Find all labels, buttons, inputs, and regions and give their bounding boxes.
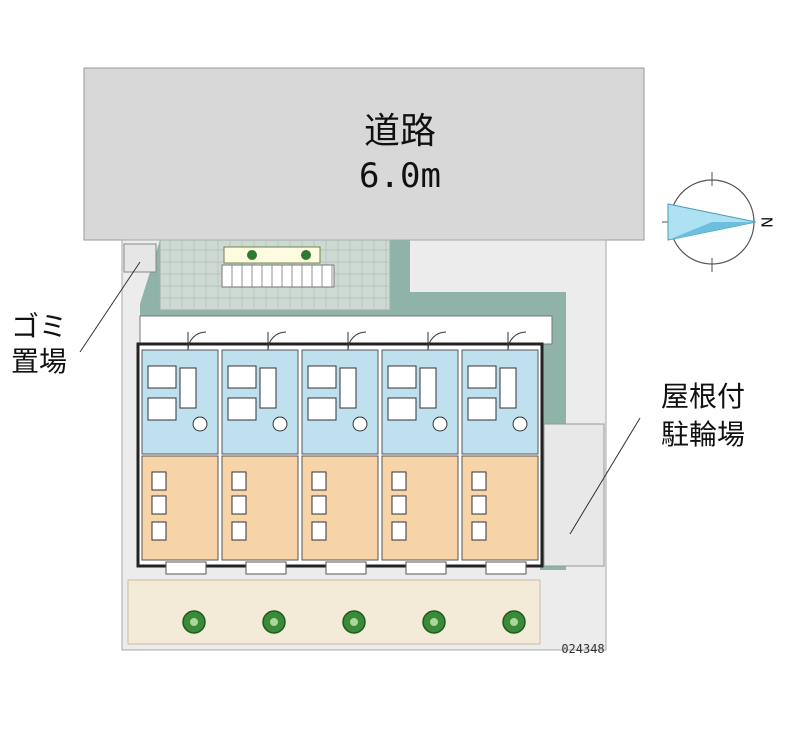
trash-leader-line: [79, 261, 141, 353]
road: [83, 67, 645, 241]
road-width-label: 6.0m: [359, 156, 441, 196]
chair: [391, 521, 407, 541]
trash-area-label-line1: ゴミ: [10, 310, 67, 343]
tree-center: [270, 618, 278, 626]
balcony: [165, 561, 207, 575]
table: [231, 471, 247, 491]
property-code: 024348: [561, 642, 605, 656]
chair: [311, 521, 327, 541]
table: [151, 495, 167, 515]
hedge-strip: [223, 246, 321, 264]
shrub: [247, 250, 257, 260]
kitchen-counter: [467, 365, 497, 389]
shrub: [301, 250, 311, 260]
table: [471, 471, 487, 491]
table: [391, 471, 407, 491]
bike-parking-label-line2: 駐輪場: [660, 418, 745, 451]
bath: [467, 397, 497, 421]
compass: [662, 172, 757, 272]
tree-center: [430, 618, 438, 626]
kitchen-counter: [147, 365, 177, 389]
road-label: 道路: [363, 111, 436, 152]
bath: [387, 397, 417, 421]
table: [471, 495, 487, 515]
compass-needle-dark: [668, 222, 756, 240]
toilet: [432, 416, 448, 432]
kitchen-counter: [307, 365, 337, 389]
table: [311, 495, 327, 515]
bike-leader-line: [569, 417, 641, 535]
table: [391, 495, 407, 515]
units: [141, 331, 539, 575]
balcony: [325, 561, 367, 575]
fridge: [419, 367, 437, 409]
table: [311, 471, 327, 491]
chair: [231, 521, 247, 541]
toilet: [352, 416, 368, 432]
tree-center: [350, 618, 358, 626]
fridge: [499, 367, 517, 409]
table: [151, 471, 167, 491]
stair-treads: [231, 265, 333, 287]
unit-4: [381, 331, 459, 575]
unit-1: [141, 331, 219, 575]
trees: [182, 610, 526, 634]
chair: [151, 521, 167, 541]
bath: [227, 397, 257, 421]
tree-center: [190, 618, 198, 626]
building-corridor: [139, 315, 553, 345]
unit-5: [461, 331, 539, 575]
trash-area-label-line2: 置場: [10, 345, 67, 378]
toilet: [512, 416, 528, 432]
stairs: [221, 264, 335, 288]
unit-3: [301, 331, 379, 575]
kitchen-counter: [227, 365, 257, 389]
fridge: [259, 367, 277, 409]
balcony: [245, 561, 287, 575]
bike-parking-label-line1: 屋根付: [660, 380, 745, 413]
bath: [307, 397, 337, 421]
kitchen-counter: [387, 365, 417, 389]
toilet: [192, 416, 208, 432]
tree-center: [510, 618, 518, 626]
balcony: [405, 561, 447, 575]
bicycle-parking-area: [543, 423, 605, 567]
toilet: [272, 416, 288, 432]
fridge: [179, 367, 197, 409]
bath: [147, 397, 177, 421]
compass-north-label: N: [757, 216, 776, 228]
unit-2: [221, 331, 299, 575]
chair: [471, 521, 487, 541]
trash-area: [123, 243, 157, 273]
table: [231, 495, 247, 515]
balcony: [485, 561, 527, 575]
fridge: [339, 367, 357, 409]
